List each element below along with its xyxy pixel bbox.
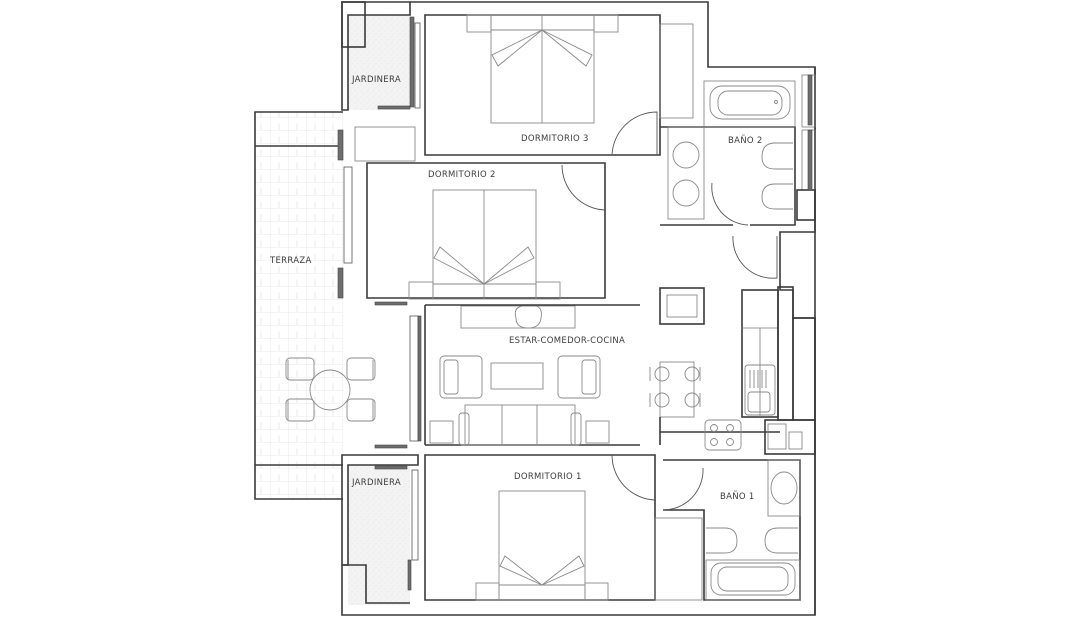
room-dormitorio-2 xyxy=(354,126,606,300)
label-jardinera-bottom: JARDINERA xyxy=(352,478,401,488)
label-jardinera-top: JARDINERA xyxy=(352,75,401,85)
living-room-furniture xyxy=(424,304,640,446)
planter-top xyxy=(341,1,411,111)
terrace xyxy=(254,111,376,500)
room-dormitorio-1 xyxy=(424,454,703,601)
room-dormitorio-3 xyxy=(424,14,694,156)
label-bano-2: BAÑO 2 xyxy=(728,136,763,146)
dining-kitchen xyxy=(649,286,816,455)
doors xyxy=(561,111,778,511)
label-bano-1: BAÑO 1 xyxy=(720,492,755,502)
label-dormitorio-2: DORMITORIO 2 xyxy=(428,170,496,180)
terrace-dining-set xyxy=(285,357,376,422)
label-estar-comedor-cocina: ESTAR-COMEDOR-COCINA xyxy=(509,336,626,346)
label-terraza: TERRAZA xyxy=(270,256,312,266)
room-bano-2 xyxy=(660,74,816,226)
label-dormitorio-1: DORMITORIO 1 xyxy=(514,472,582,482)
room-bano-1 xyxy=(663,459,801,601)
planter-bottom xyxy=(341,454,419,605)
tv-unit xyxy=(460,305,576,329)
windows xyxy=(337,16,813,591)
label-dormitorio-3: DORMITORIO 3 xyxy=(521,134,589,144)
